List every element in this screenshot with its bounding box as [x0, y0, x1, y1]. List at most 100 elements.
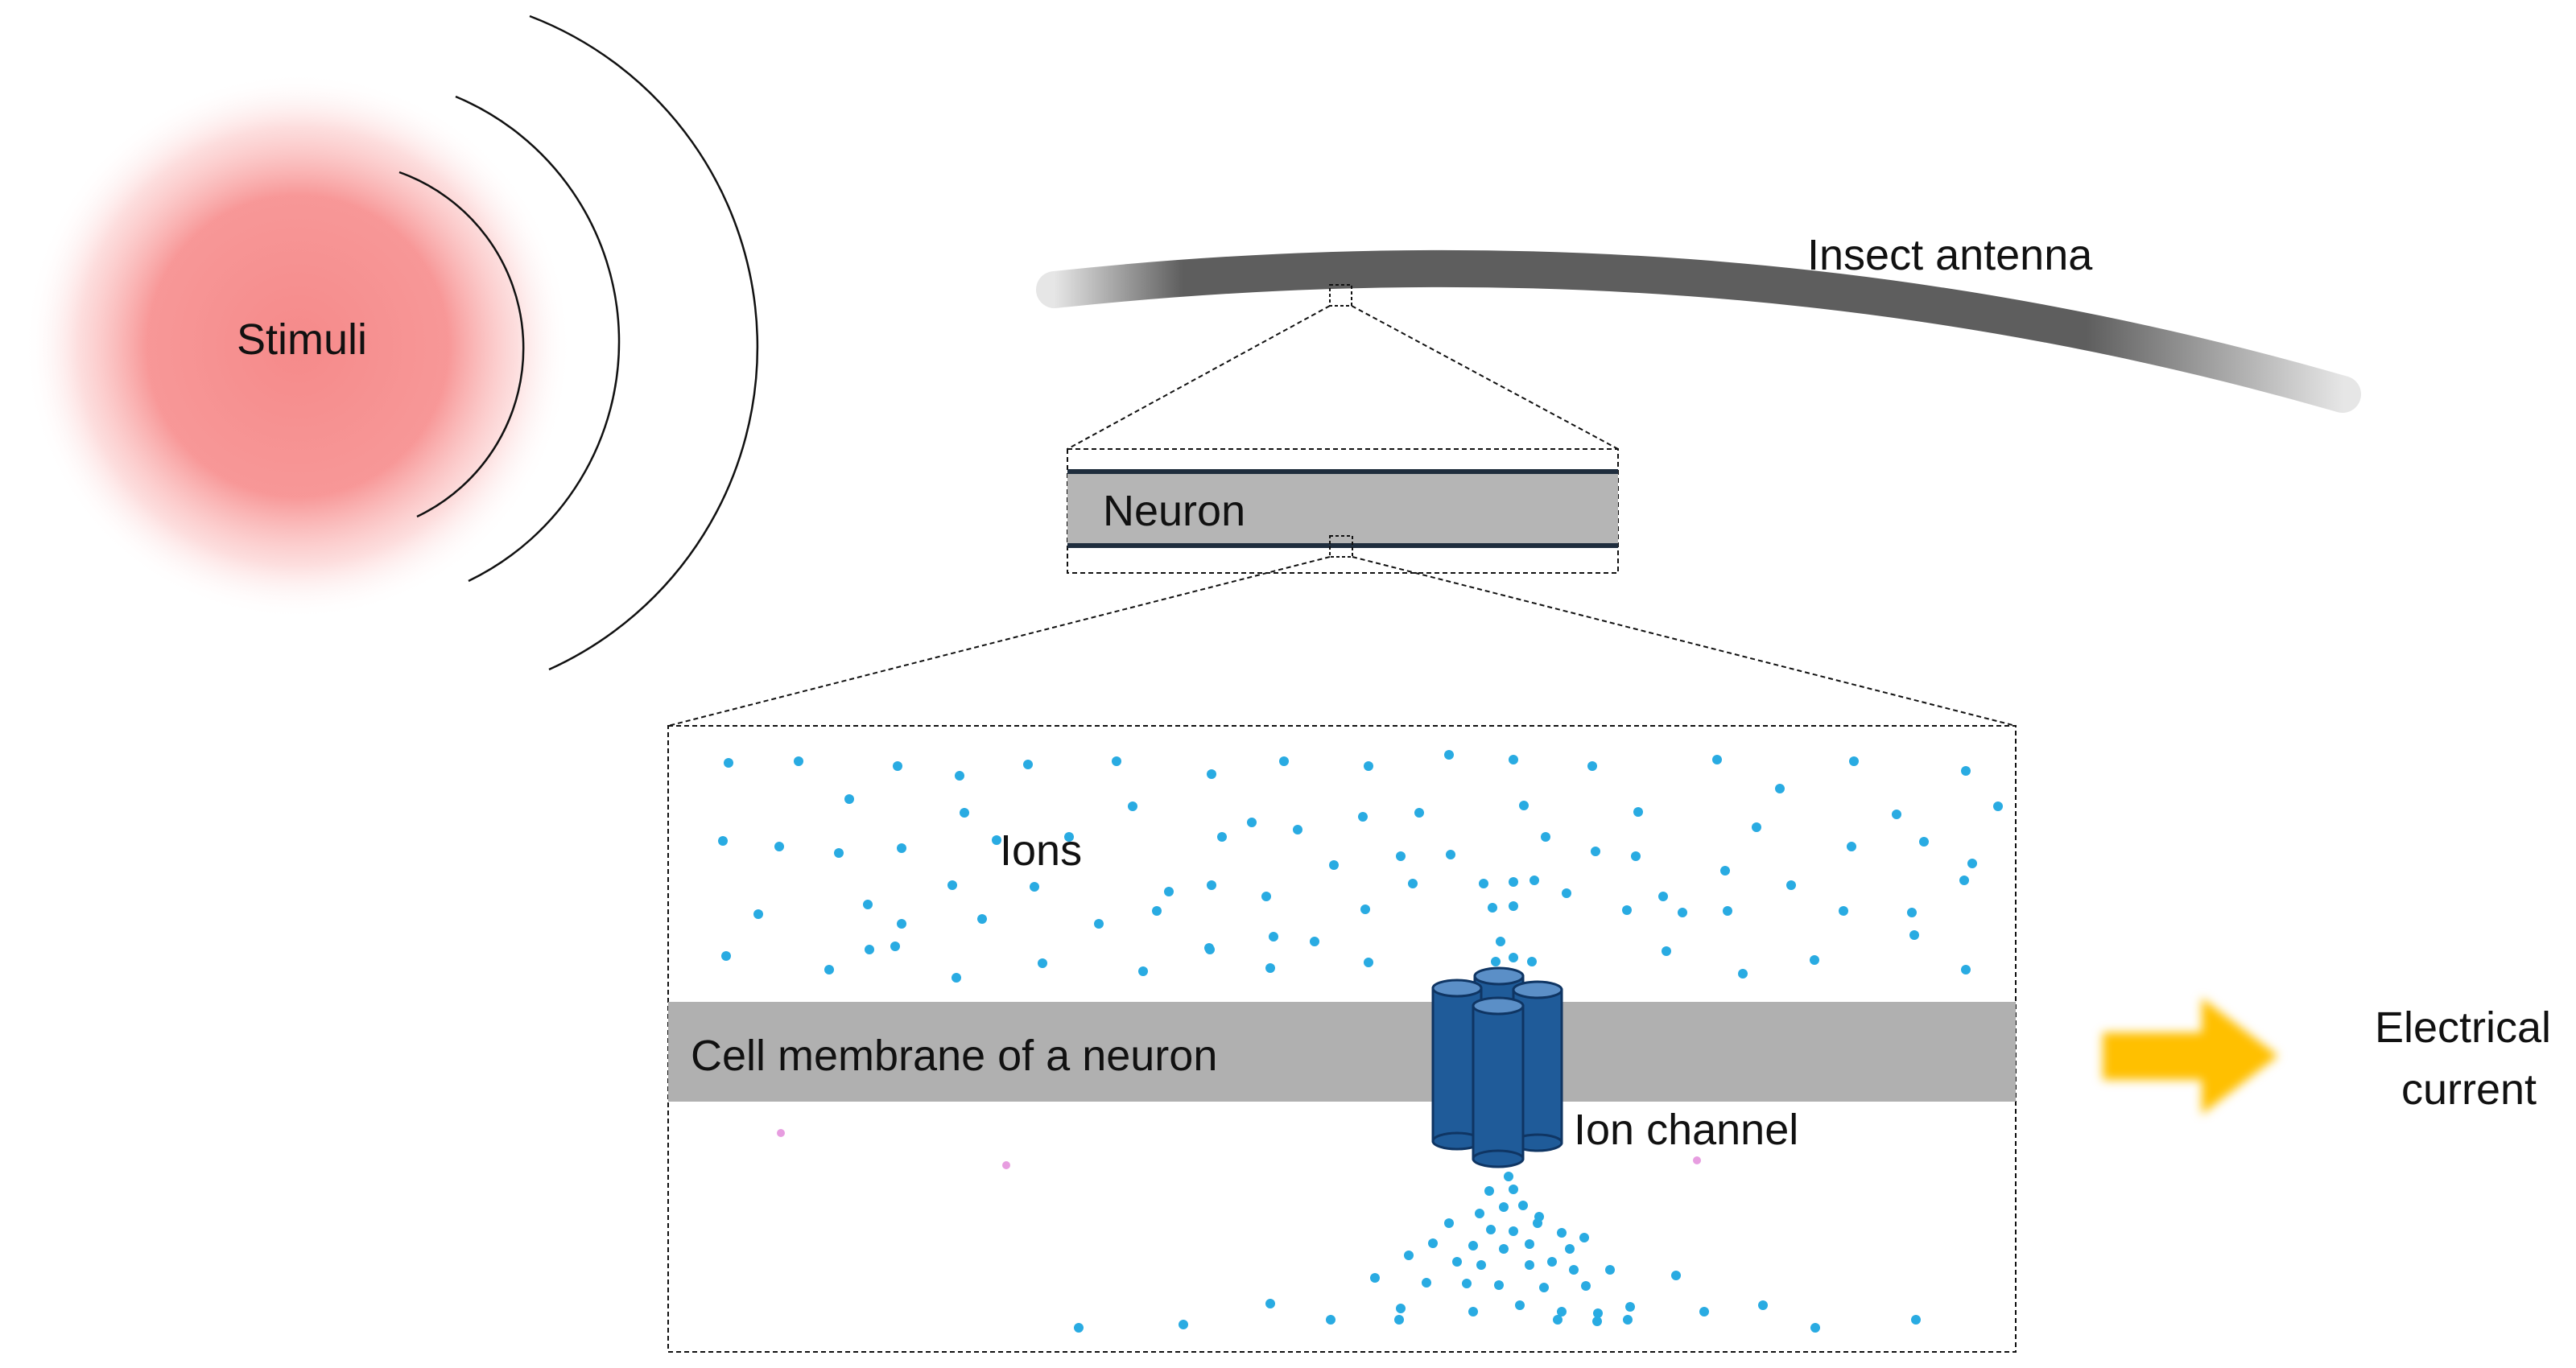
ion-dot [1579, 1233, 1589, 1242]
ion-dot [1444, 750, 1454, 760]
ion-dot [1509, 1226, 1518, 1236]
ion-dot [1849, 756, 1859, 766]
ion-dot [1265, 963, 1275, 973]
ion-dot [960, 808, 969, 818]
ion-dot [1593, 1308, 1603, 1318]
ion-dot [1326, 1315, 1335, 1325]
cell-membrane-band [668, 1002, 2016, 1102]
ion-dot [1527, 957, 1537, 966]
ion-dot [1279, 756, 1289, 766]
ion-dot [1605, 1265, 1615, 1275]
ion-dot [753, 909, 763, 919]
antenna-label: Insect antenna [1807, 231, 2093, 279]
ion-dot [1547, 1257, 1557, 1267]
ion-dot [955, 771, 964, 781]
ion-dot [1452, 1257, 1462, 1267]
ion-dot [1587, 761, 1597, 771]
ion-dot [1839, 906, 1848, 916]
ion-dot [897, 843, 906, 853]
ion-dot [1138, 966, 1148, 976]
ion-dot [1623, 1315, 1633, 1325]
wave-arc-middle [455, 95, 621, 583]
ion-dot [1491, 957, 1501, 966]
ion-dot [718, 836, 728, 846]
ion-dot [1038, 958, 1047, 968]
ion-dot [1671, 1271, 1681, 1280]
membrane-label: Cell membrane of a neuron [691, 1032, 1217, 1080]
ion-dot [1786, 880, 1796, 890]
ion-dot [1074, 1323, 1084, 1333]
stimulus-glow [24, 72, 572, 620]
ion-dot [1519, 801, 1529, 810]
ion-dot [1414, 808, 1424, 818]
ion-dot [897, 919, 906, 929]
ion-dot [1678, 908, 1687, 917]
ion-dot [1475, 1209, 1484, 1218]
stray-particle [777, 1129, 785, 1137]
ion-dot [1476, 1260, 1486, 1270]
ion-dot [1030, 882, 1039, 892]
ion-dot [1533, 1218, 1542, 1228]
ion-dot [1959, 876, 1969, 885]
ion-dot [721, 951, 731, 961]
ion-dot [1581, 1281, 1591, 1291]
ion-dot [1023, 760, 1033, 769]
ion-channel-label: Ion channel [1574, 1106, 1798, 1154]
ion-dot [1993, 801, 2003, 811]
ion-dot [1499, 1244, 1509, 1254]
ion-dot [1758, 1300, 1768, 1310]
ion-dot [1569, 1265, 1579, 1275]
ion-dot [1428, 1238, 1438, 1248]
ion-dot [1720, 866, 1730, 876]
ion-dot [1128, 801, 1137, 811]
ion-dot [1562, 888, 1571, 898]
ion-dot [1530, 876, 1539, 885]
ion-dot [992, 835, 1001, 845]
ion-dot [890, 942, 900, 951]
ion-dot [1329, 860, 1339, 870]
ion-dot [1967, 859, 1977, 868]
ion-dot [952, 973, 961, 983]
ion-dot [1892, 810, 1901, 819]
ion-dot [1509, 755, 1518, 764]
ion-dot [1396, 1304, 1406, 1313]
ion-dot [1468, 1307, 1478, 1316]
ion-dot [1622, 905, 1632, 915]
ion-dot [1094, 919, 1104, 929]
ion-dot [1396, 851, 1406, 861]
ion-dot [1699, 1307, 1709, 1316]
ion-dot [1911, 1315, 1921, 1325]
antenna-zoom-marker [1329, 284, 1352, 307]
ion-dot [1488, 903, 1497, 913]
wave-arc-inner [398, 171, 525, 518]
ions-label: Ions [1000, 826, 1082, 875]
ion-dot [1712, 755, 1722, 764]
zoom-lines-antenna-neuron [1067, 305, 1619, 450]
ion-dot [1909, 930, 1919, 940]
ion-dot [947, 880, 957, 890]
ion-dot [1633, 807, 1643, 817]
ion-dot [1358, 812, 1368, 822]
ion-dot [1907, 908, 1917, 917]
ion-channel-icon [1431, 966, 1563, 1168]
stimulus-waves-icon [398, 14, 759, 671]
ion-dot [1557, 1228, 1567, 1238]
ion-dot [1592, 1316, 1602, 1326]
ion-dot [1515, 1300, 1525, 1310]
ion-dot [1265, 1299, 1275, 1308]
stray-particle [1693, 1156, 1701, 1164]
ion-dot [1152, 906, 1162, 916]
ion-dot [1496, 937, 1505, 946]
ion-dot [1446, 850, 1455, 859]
ion-dot [1370, 1273, 1380, 1283]
ion-dot [1269, 932, 1278, 942]
ion-dot [1207, 769, 1216, 779]
ion-dot [1539, 1283, 1549, 1292]
ion-dot [1541, 832, 1550, 842]
ion-dot [1509, 877, 1518, 887]
ion-dot [1479, 879, 1488, 888]
ion-dot [863, 900, 873, 909]
current-label-line2: current [2401, 1065, 2537, 1114]
stimuli-label: Stimuli [237, 315, 367, 364]
